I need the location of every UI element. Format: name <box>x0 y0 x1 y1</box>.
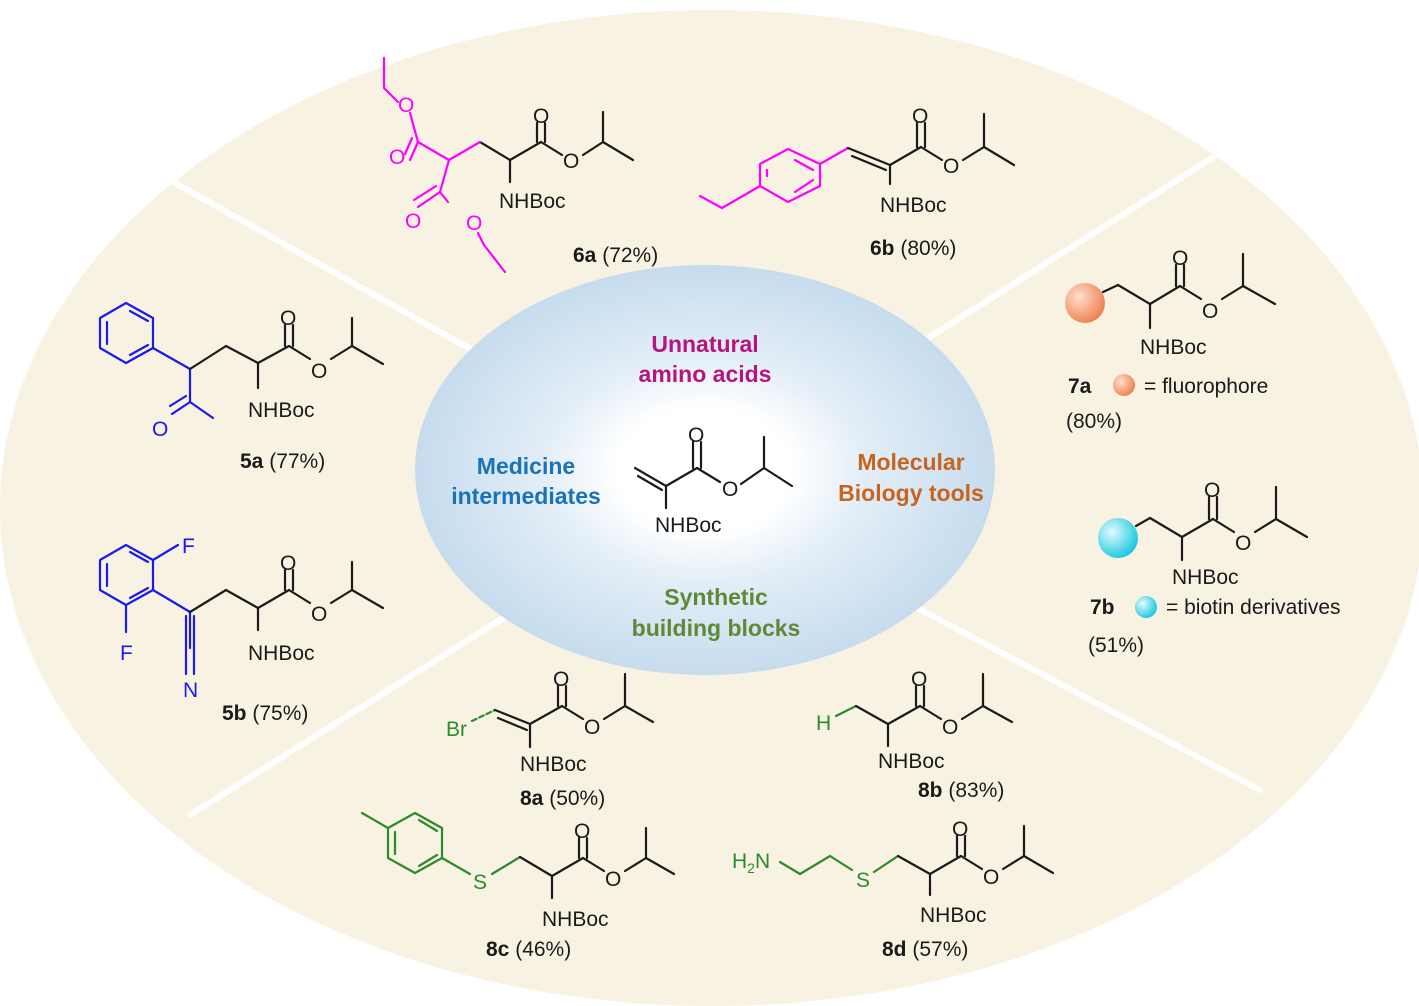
5b-fluorine-bottom: F <box>120 642 133 665</box>
5b-nhboc: NHBoc <box>248 642 315 665</box>
6a-o-lower: O <box>405 210 421 233</box>
compound-5a: O O O NHBoc 5a (77%) <box>98 301 385 473</box>
6b-carbonyl-o: O <box>912 105 928 128</box>
8b-hydrogen: H <box>816 712 831 735</box>
category-medicine-line2: intermediates <box>451 483 601 509</box>
compound-8b: H O O NHBoc 8b (83%) <box>816 668 1014 802</box>
compound-8d: H2N S O O NHBoc 8d (57%) <box>732 818 1055 961</box>
8b-ester-o: O <box>942 716 958 739</box>
6a-label: 6a (72%) <box>573 244 658 267</box>
5a-nhboc: NHBoc <box>248 399 315 422</box>
7b-carbonyl-o: O <box>1204 479 1220 502</box>
biotin-legend-icon <box>1135 596 1157 618</box>
5b-label: 5b (75%) <box>222 702 308 725</box>
6a-o-upper-ester: O <box>398 94 414 117</box>
center-nhboc: NHBoc <box>655 514 722 537</box>
8a-label: 8a (50%) <box>520 787 605 810</box>
fluorophore-legend-icon <box>1113 374 1135 396</box>
center-ester-o: O <box>722 478 738 501</box>
7b-id: 7b <box>1090 596 1115 619</box>
8d-ester-o: O <box>983 866 999 889</box>
8d-label: 8d (57%) <box>882 938 968 961</box>
7a-carbonyl-o: O <box>1172 247 1188 270</box>
5a-ketone-o: O <box>152 418 168 441</box>
8d-nhboc: NHBoc <box>920 904 987 927</box>
8a-carbonyl-o: O <box>553 668 569 691</box>
7a-id: 7a <box>1068 375 1092 398</box>
category-unnatural-line1: Unnatural <box>651 331 758 357</box>
6b-label: 6b (80%) <box>870 237 956 260</box>
7a-nhboc: NHBoc <box>1140 336 1207 359</box>
7b-nhboc: NHBoc <box>1172 566 1239 589</box>
center-carbonyl-o: O <box>688 424 704 447</box>
7b-legend: = biotin derivatives <box>1166 596 1341 619</box>
7a-yield: (80%) <box>1066 410 1122 433</box>
8c-nhboc: NHBoc <box>542 908 609 931</box>
compound-8a: Br O O NHBoc 8a (50%) <box>446 668 655 810</box>
compound-7b: O O NHBoc 7b = biotin derivatives (51%) <box>1088 479 1341 657</box>
7a-ester-o: O <box>1202 300 1218 323</box>
6a-ester-o: O <box>563 150 579 173</box>
6a-o-upper: O <box>389 146 405 169</box>
biotin-sphere-icon <box>1098 518 1138 558</box>
5a-carbonyl-o: O <box>280 307 296 330</box>
8b-label: 8b (83%) <box>918 779 1004 802</box>
8c-ester-o: O <box>605 868 621 891</box>
category-synthetic-line1: Synthetic <box>664 584 768 610</box>
category-molecular-line2: Biology tools <box>838 480 984 506</box>
compound-8c: S O O NHBoc 8c (46%) <box>360 811 676 961</box>
6b-nhboc: NHBoc <box>880 194 947 217</box>
6a-nhboc: NHBoc <box>499 190 566 213</box>
8a-ester-o: O <box>584 716 600 739</box>
7b-ester-o: O <box>1235 532 1251 555</box>
central-molecule: O O NHBoc <box>633 424 794 537</box>
5a-label: 5a (77%) <box>240 450 325 473</box>
7a-legend: = fluorophore <box>1144 375 1268 398</box>
6a-carbonyl-o: O <box>533 105 549 128</box>
8a-bromine: Br <box>446 718 467 741</box>
8c-carbonyl-o: O <box>574 820 590 843</box>
compound-7a: O O NHBoc 7a = fluorophore (80%) <box>1065 247 1277 433</box>
category-unnatural-line2: amino acids <box>639 361 772 387</box>
category-molecular-line1: Molecular <box>857 449 964 475</box>
5b-nitrile-n: N <box>183 679 198 702</box>
5b-ester-o: O <box>311 603 327 626</box>
5b-carbonyl-o: O <box>280 552 296 575</box>
8a-nhboc: NHBoc <box>520 753 587 776</box>
compound-6b: O O NHBoc 6b (80%) <box>698 105 1016 260</box>
8d-amine: H2N <box>732 850 770 876</box>
8d-sulfur: S <box>856 869 870 892</box>
fluorophore-sphere-icon <box>1065 283 1105 323</box>
7b-yield: (51%) <box>1088 634 1144 657</box>
category-synthetic-line2: building blocks <box>632 615 801 641</box>
center-ellipse <box>415 265 995 675</box>
6b-ester-o: O <box>943 155 959 178</box>
8c-sulfur: S <box>473 871 487 894</box>
8b-nhboc: NHBoc <box>878 750 945 773</box>
category-medicine-line1: Medicine <box>477 453 575 479</box>
8d-carbonyl-o: O <box>952 818 968 841</box>
5a-ester-o: O <box>311 360 327 383</box>
8b-carbonyl-o: O <box>911 668 927 691</box>
6a-o-lower-ester: O <box>466 212 482 235</box>
8c-label: 8c (46%) <box>486 938 571 961</box>
5b-fluorine-top: F <box>182 535 195 558</box>
compound-6a: O O O O O O NHBoc 6a (72%) <box>382 56 658 274</box>
compound-5b: F F N O O NHBoc 5b (75%) <box>98 535 385 725</box>
